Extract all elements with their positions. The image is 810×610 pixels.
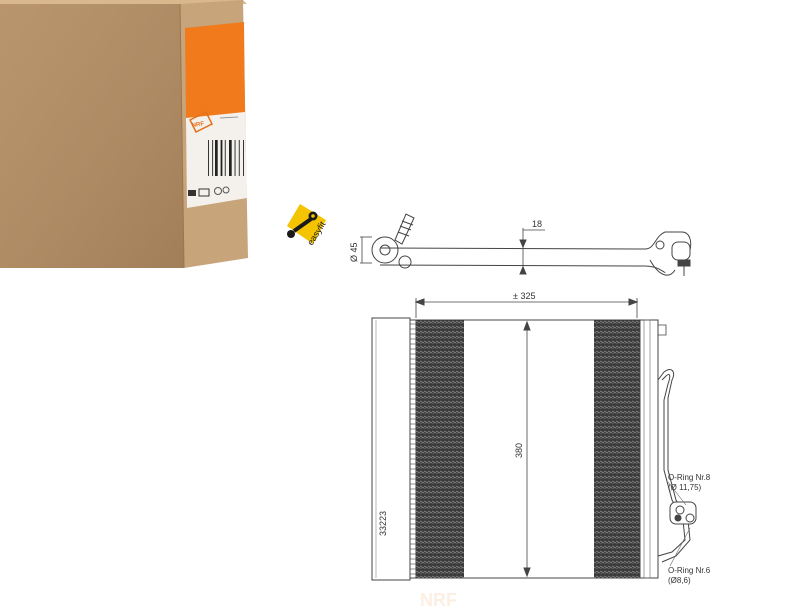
oring-label-8: O-Ring Nr.8 (Ø 11,75) bbox=[668, 473, 710, 493]
top-view-drawing bbox=[371, 213, 692, 276]
oring-6-name: O-Ring Nr.6 bbox=[668, 566, 711, 575]
oring-leaders bbox=[667, 481, 691, 567]
oring-6-size: (Ø8,6) bbox=[668, 576, 691, 585]
dimension-width-label: ± 325 bbox=[513, 291, 535, 301]
dimension-height bbox=[523, 320, 531, 578]
dimension-diameter-label: Ø 45 bbox=[349, 242, 359, 262]
part-number: 33223 bbox=[378, 511, 388, 536]
certification-marks bbox=[188, 186, 230, 197]
oring-8-name: O-Ring Nr.8 bbox=[668, 473, 711, 482]
svg-text:NRF: NRF bbox=[420, 590, 457, 610]
dimension-diameter bbox=[360, 236, 372, 264]
outlet-pipe bbox=[657, 369, 697, 563]
barcode bbox=[208, 140, 246, 176]
fin-band-right bbox=[594, 320, 640, 578]
dimension-height-label: 380 bbox=[514, 443, 524, 458]
watermark: NRF bbox=[420, 590, 457, 610]
wrench-icon bbox=[287, 211, 318, 238]
easyfit-badge: easyfit bbox=[287, 204, 328, 247]
svg-text:NRF: NRF bbox=[191, 121, 204, 129]
dimension-width bbox=[414, 298, 639, 318]
dimension-thickness-label: 18 bbox=[532, 219, 542, 229]
dimension-thickness bbox=[519, 228, 545, 275]
product-box: NRF bbox=[0, 0, 248, 269]
condenser-front-view bbox=[371, 317, 667, 581]
box-label-orange bbox=[185, 22, 245, 118]
oring-label-6: O-Ring Nr.6 (Ø8,6) bbox=[668, 566, 710, 586]
fin-band-left bbox=[416, 320, 464, 578]
brand-logo: NRF bbox=[188, 110, 214, 134]
oring-8-size: (Ø 11,75) bbox=[668, 483, 702, 492]
